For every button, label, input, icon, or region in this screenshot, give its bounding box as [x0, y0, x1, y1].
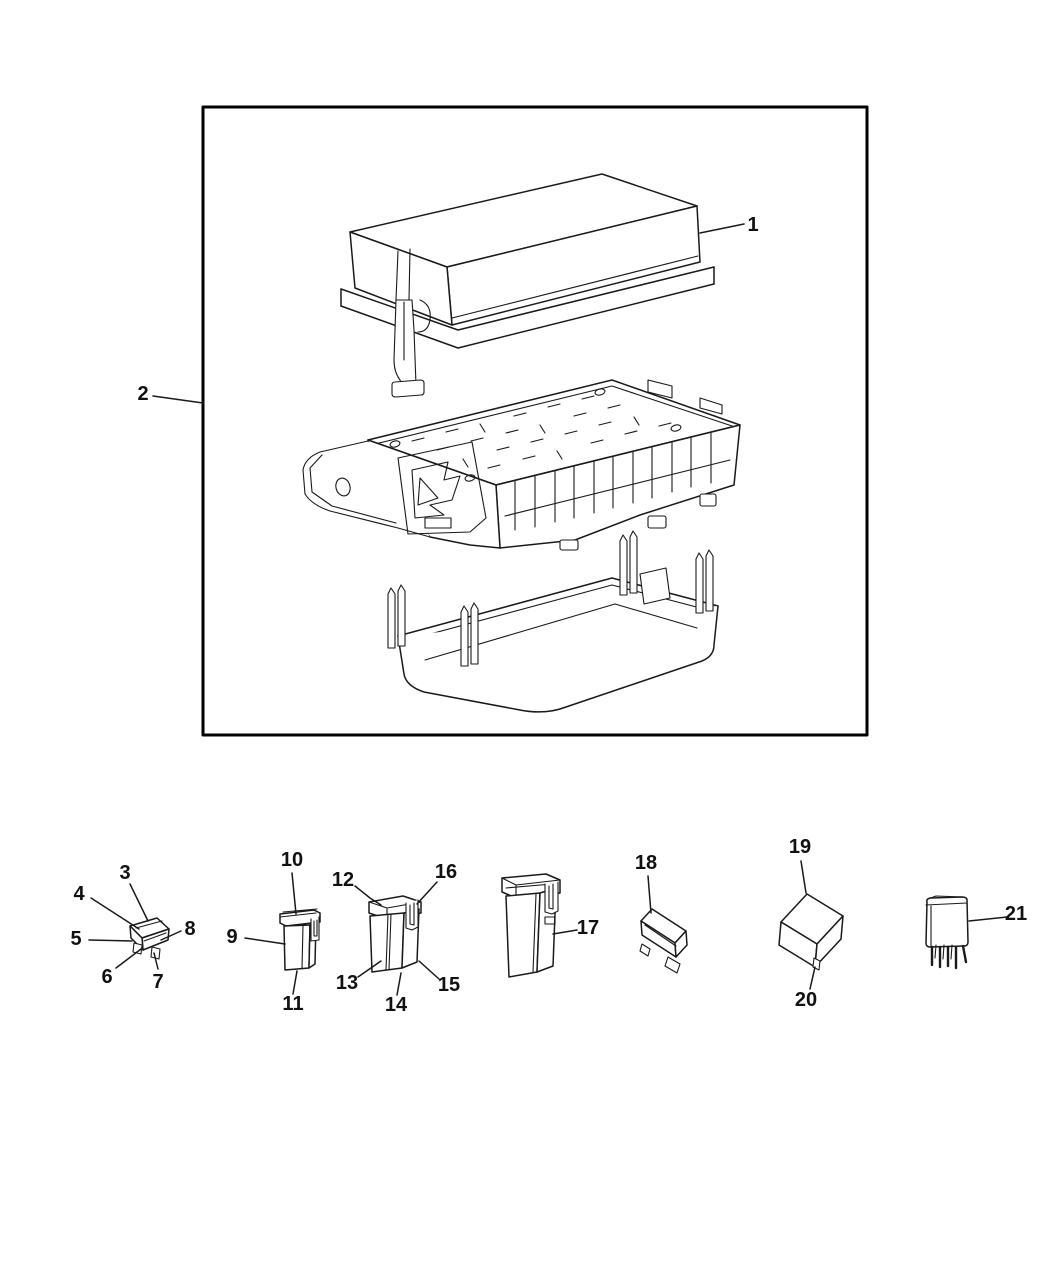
callout-19: 19 — [789, 836, 811, 858]
leader-17 — [552, 929, 578, 935]
callout-14: 14 — [385, 994, 408, 1016]
main-figure-border — [201, 105, 869, 737]
cover-drawing — [340, 173, 715, 398]
leader-5 — [88, 939, 133, 942]
leader-14 — [396, 972, 402, 996]
leader-1 — [699, 223, 745, 234]
callout-7: 7 — [152, 971, 163, 993]
callout-labels: 1 2 3 4 5 6 7 8 9 10 11 12 13 14 15 16 1… — [70, 214, 1027, 1016]
callout-2: 2 — [137, 383, 148, 405]
leader-20 — [809, 966, 816, 990]
callout-20: 20 — [795, 989, 817, 1011]
leader-4 — [90, 897, 140, 930]
leader-2 — [152, 395, 204, 404]
leader-16 — [416, 881, 438, 905]
cartridge-fuse-medium-drawing — [368, 895, 422, 973]
lower-housing-drawing — [387, 530, 719, 713]
callout-12: 12 — [332, 869, 354, 891]
callout-6: 6 — [101, 966, 112, 988]
callout-11: 11 — [282, 993, 303, 1015]
callout-5: 5 — [70, 928, 81, 950]
leader-11 — [292, 970, 298, 995]
leader-13 — [357, 960, 382, 978]
cube-relay-drawing — [778, 893, 844, 971]
leader-21 — [968, 916, 1008, 922]
cartridge-fuse-small-drawing — [279, 908, 321, 971]
callout-8: 8 — [184, 918, 195, 940]
leader-18 — [647, 875, 652, 914]
callout-1: 1 — [747, 214, 758, 236]
leader-15 — [418, 960, 440, 980]
callout-3: 3 — [119, 862, 130, 884]
callout-17: 17 — [577, 917, 599, 939]
callout-10: 10 — [281, 849, 303, 871]
callout-18: 18 — [635, 852, 657, 874]
leader-19 — [800, 860, 807, 894]
fuse-block-drawing — [302, 379, 741, 551]
micro-relay-drawing — [639, 908, 688, 974]
leader-10 — [291, 872, 297, 915]
cartridge-fuse-large-drawing — [501, 873, 561, 978]
callout-16: 16 — [435, 861, 457, 883]
callout-9: 9 — [226, 926, 237, 948]
leader-9 — [244, 937, 286, 945]
leader-lines — [88, 223, 1008, 996]
leader-6 — [115, 948, 142, 969]
leader-8 — [160, 930, 182, 941]
callout-4: 4 — [73, 883, 85, 905]
leader-12 — [354, 885, 382, 906]
callout-21: 21 — [1005, 903, 1027, 925]
leader-7 — [153, 952, 159, 970]
mini-fuse-drawing — [129, 917, 170, 960]
pin-relay-drawing — [925, 895, 969, 970]
callout-13: 13 — [336, 972, 358, 994]
leader-3 — [129, 883, 149, 922]
callout-15: 15 — [438, 974, 460, 996]
